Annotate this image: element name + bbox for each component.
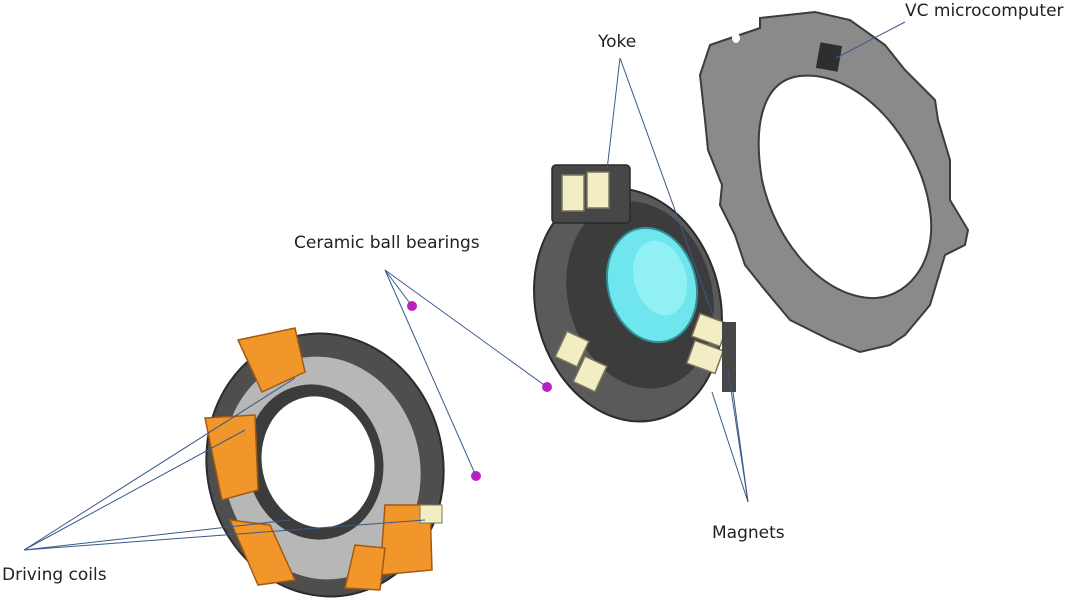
leader-line	[384, 269, 548, 388]
coil-ring-sensor	[419, 504, 443, 524]
magnet	[586, 171, 610, 209]
leader-line	[711, 391, 749, 503]
magnets-label: Magnets	[712, 523, 785, 543]
magnet	[572, 355, 608, 393]
leader-line	[23, 377, 296, 551]
leader-line	[384, 269, 413, 307]
driving-coil	[236, 327, 306, 393]
magnet	[561, 174, 585, 212]
rear-plate	[698, 10, 970, 354]
driving-coil	[344, 544, 386, 591]
yoke-label: Yoke	[598, 32, 637, 52]
leader-line	[619, 57, 715, 319]
vc-microcomputer-label: VC microcomputer	[905, 1, 1064, 21]
vc-microcomputer-chip	[815, 42, 843, 72]
magnet-bracket	[722, 322, 736, 392]
driving-coils-label: Driving coils	[2, 565, 107, 585]
leader-lines	[23, 21, 906, 551]
lens-assembly	[533, 164, 736, 423]
ceramic-ball-bearings-label: Ceramic ball bearings	[294, 233, 480, 253]
driving-coil	[204, 414, 259, 501]
rear-plate-hole	[732, 33, 740, 43]
leader-line	[835, 21, 906, 59]
leader-line	[23, 519, 291, 551]
leader-line	[23, 429, 246, 551]
magnet	[554, 330, 590, 368]
coil-ring-opening	[261, 396, 375, 528]
leader-line	[606, 57, 621, 171]
leader-line	[732, 391, 749, 503]
leader-line	[23, 519, 426, 551]
magnet	[685, 339, 725, 375]
rear-plate-ring	[698, 10, 970, 354]
lens-glass-highlight	[633, 240, 687, 316]
coil-ring	[204, 327, 445, 598]
leader-line	[384, 269, 477, 477]
